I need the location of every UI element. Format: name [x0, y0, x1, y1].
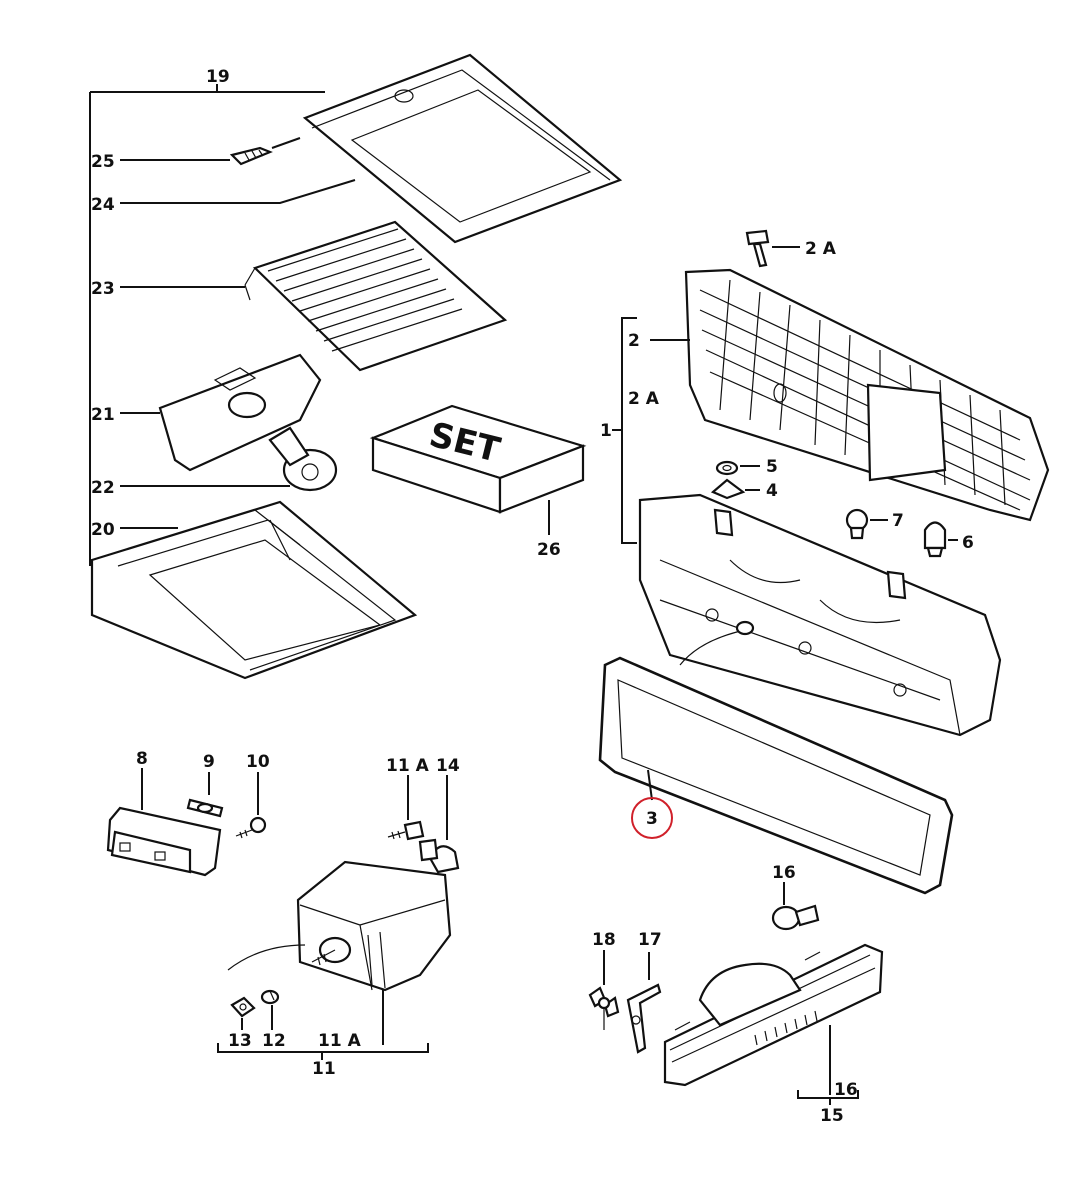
tail-housing — [638, 493, 1002, 737]
bulb-14 — [418, 838, 460, 874]
callout-15: 15 — [820, 1106, 844, 1126]
callout-8: 8 — [136, 749, 148, 769]
callout-20: 20 — [91, 520, 115, 540]
callout-16-top: 16 — [772, 863, 796, 883]
bulb-socket-21 — [158, 353, 322, 472]
callout-19: 19 — [206, 67, 230, 87]
callout-2a-mid: 2 A — [628, 389, 660, 409]
callout-7: 7 — [892, 511, 904, 531]
bracket-1 — [612, 317, 637, 544]
callout-5: 5 — [766, 457, 778, 477]
bulb-9 — [186, 798, 224, 818]
callout-16-bottom: 16 — [834, 1080, 858, 1100]
callout-17: 17 — [638, 930, 662, 950]
callout-11a-bottom: 11 A — [318, 1031, 362, 1051]
callout-2: 2 — [628, 331, 640, 351]
nut-5 — [715, 460, 739, 476]
tail-lens-2 — [684, 268, 1050, 522]
callout-21: 21 — [91, 405, 115, 425]
washer-4 — [710, 478, 746, 500]
screw-11a — [387, 820, 425, 841]
washer-12 — [260, 989, 280, 1005]
callout-18: 18 — [592, 930, 616, 950]
gasket-3 — [598, 656, 954, 895]
wing-nut-18 — [588, 986, 620, 1030]
bulb-6 — [923, 521, 947, 558]
callout-6: 6 — [962, 533, 974, 553]
bracket-17 — [626, 983, 662, 1054]
callout-2a-top: 2 A — [805, 239, 837, 259]
cover-frame-24 — [302, 53, 623, 244]
fog-lamp-15 — [663, 943, 884, 1087]
callout-9: 9 — [203, 752, 215, 772]
screw-2a — [745, 229, 770, 268]
callout-25: 25 — [91, 152, 115, 172]
callout-11a-top: 11 A — [386, 756, 430, 776]
bulb-16 — [771, 904, 820, 931]
plate-light-8 — [106, 806, 222, 877]
callout-3: 3 — [646, 809, 658, 829]
nut-13 — [230, 996, 256, 1018]
bulb-7 — [845, 508, 869, 540]
callout-11: 11 — [312, 1059, 336, 1079]
screw-25 — [229, 146, 273, 166]
bracket-19 — [89, 84, 325, 566]
callout-13: 13 — [228, 1031, 252, 1051]
callout-10: 10 — [246, 752, 270, 772]
callout-3-highlight-ring — [631, 797, 673, 839]
callout-4: 4 — [766, 481, 778, 501]
callout-14: 14 — [436, 756, 460, 776]
set-box-26: SET — [369, 404, 587, 514]
bulb-22 — [268, 426, 338, 492]
callout-24: 24 — [91, 195, 115, 215]
callout-22: 22 — [91, 478, 115, 498]
callout-12: 12 — [262, 1031, 286, 1051]
callout-23: 23 — [91, 279, 115, 299]
lens-23 — [244, 220, 508, 372]
callout-1: 1 — [600, 421, 612, 441]
lamp-housing-11 — [227, 860, 452, 992]
housing-20 — [90, 500, 418, 680]
callout-26: 26 — [537, 540, 561, 560]
screw-10 — [235, 816, 267, 839]
